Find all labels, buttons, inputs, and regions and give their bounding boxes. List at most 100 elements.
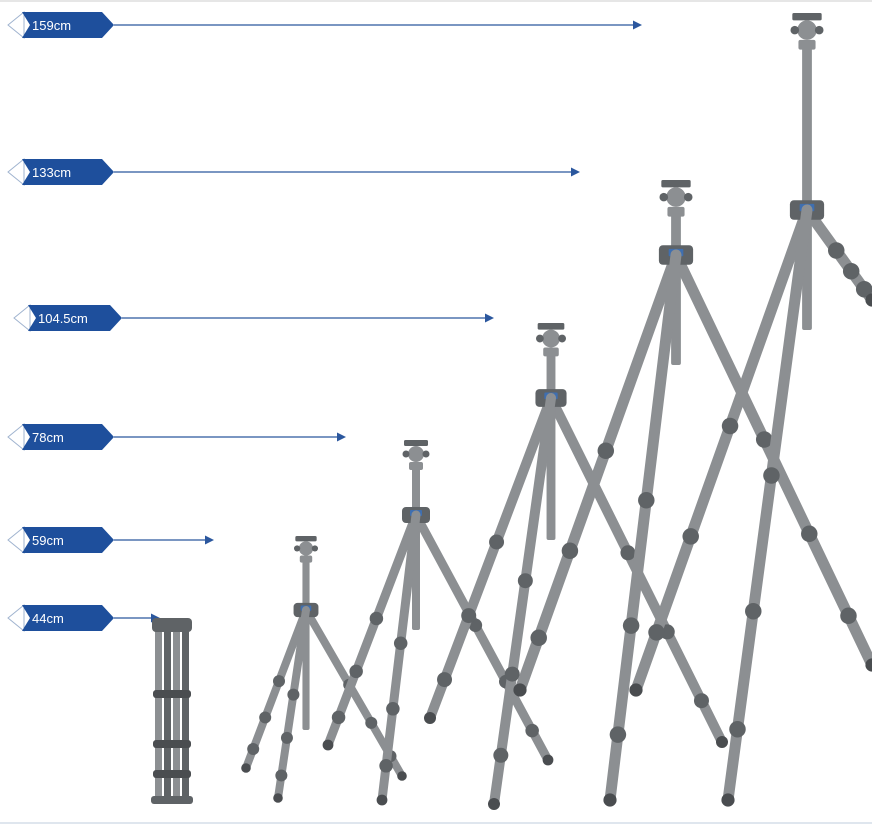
leg-lock <box>763 467 780 484</box>
head-base <box>543 347 559 357</box>
leg-lock <box>379 759 393 773</box>
leg-lock <box>530 629 547 647</box>
leg-lock <box>493 747 509 763</box>
leg-foot <box>424 712 436 724</box>
folded-leg <box>164 622 171 800</box>
height-label: 133cm <box>32 165 71 180</box>
leg-foot <box>721 793 735 807</box>
leg-lock <box>693 693 709 709</box>
height-marker: 78cm <box>7 422 346 452</box>
knob-icon <box>422 450 430 458</box>
head-base <box>409 462 423 470</box>
tripod-leg <box>425 393 556 723</box>
leg-foot <box>376 794 388 806</box>
knob-icon <box>683 192 693 202</box>
leg-lock <box>275 769 288 782</box>
leg-lock <box>842 262 860 280</box>
leg-foot <box>273 793 283 803</box>
quick-release-plate <box>295 536 317 542</box>
leg-lock <box>273 675 285 688</box>
leg-lock <box>525 723 539 738</box>
leg-foot <box>322 739 334 751</box>
leg-lock <box>721 417 739 435</box>
knob-icon <box>814 25 824 35</box>
quick-release-plate <box>792 13 822 21</box>
height-marker: 133cm <box>7 157 580 187</box>
leg-foot <box>488 798 500 810</box>
leg-lock <box>648 624 665 641</box>
leg-lock <box>638 492 655 509</box>
tag-notch <box>7 157 25 187</box>
leg-lock <box>729 720 746 738</box>
leg-lock <box>349 664 363 679</box>
tripod <box>513 180 872 807</box>
leg-lock <box>331 710 346 725</box>
head-base <box>299 555 313 563</box>
height-marker: 59cm <box>7 525 214 555</box>
tripod-leg <box>377 510 421 805</box>
leg-foot <box>716 736 728 748</box>
height-label: 104.5cm <box>38 311 88 326</box>
arrow-head-icon <box>205 535 214 545</box>
leg-lock <box>461 608 477 624</box>
folded-feet <box>151 796 193 804</box>
leg-lock <box>597 442 615 459</box>
leg-lock <box>840 607 857 625</box>
leg-foot <box>865 658 872 672</box>
tripod-leg <box>489 393 556 809</box>
tag-notch <box>7 603 25 633</box>
leg-lock <box>393 636 408 650</box>
quick-release-plate <box>404 440 428 446</box>
tripod-leg <box>722 204 813 806</box>
leg-foot <box>603 793 617 807</box>
leg-lock <box>369 611 384 626</box>
height-label: 59cm <box>32 533 64 548</box>
height-marker: 44cm <box>7 603 160 633</box>
height-tag <box>22 605 114 631</box>
folded-leg <box>173 622 180 800</box>
ball-head <box>666 187 686 207</box>
leg-foot <box>629 683 643 697</box>
leg-foot <box>865 293 872 307</box>
arrow-head-icon <box>485 313 494 323</box>
leg-lock <box>287 688 300 701</box>
leg-lock <box>247 743 260 756</box>
knob-icon <box>402 450 410 458</box>
tag-notch <box>7 10 25 40</box>
ball-head <box>408 446 424 462</box>
leg-lock <box>609 726 627 743</box>
center-column <box>802 47 812 330</box>
leg-lock <box>745 602 762 620</box>
arrow-head-icon <box>571 167 580 177</box>
leg-lock <box>365 716 378 729</box>
leg-lock <box>828 242 845 259</box>
quick-release-plate <box>537 323 565 330</box>
leg-lock <box>153 740 191 748</box>
height-tag <box>22 159 114 185</box>
top-divider <box>0 0 872 2</box>
leg-foot <box>397 771 407 781</box>
leg-lock <box>386 702 400 716</box>
folded-leg <box>155 622 162 800</box>
height-marker: 159cm <box>7 10 642 40</box>
knob-icon <box>790 25 800 35</box>
tripod <box>424 323 728 810</box>
height-tag <box>22 12 114 38</box>
folded-leg <box>182 622 189 800</box>
leg-lock <box>801 525 818 543</box>
knob-icon <box>659 192 669 202</box>
leg-lock <box>489 534 505 550</box>
arrow-head-icon <box>337 432 346 442</box>
quick-release-plate <box>661 180 691 188</box>
tag-notch <box>7 422 25 452</box>
leg-lock <box>682 528 699 545</box>
tripod-leg <box>514 249 682 696</box>
height-tag <box>28 305 122 331</box>
leg-foot <box>241 763 251 773</box>
leg-foot <box>542 754 554 766</box>
ball-head <box>298 541 314 556</box>
height-tag <box>22 527 114 553</box>
tripod-leg <box>242 606 310 772</box>
